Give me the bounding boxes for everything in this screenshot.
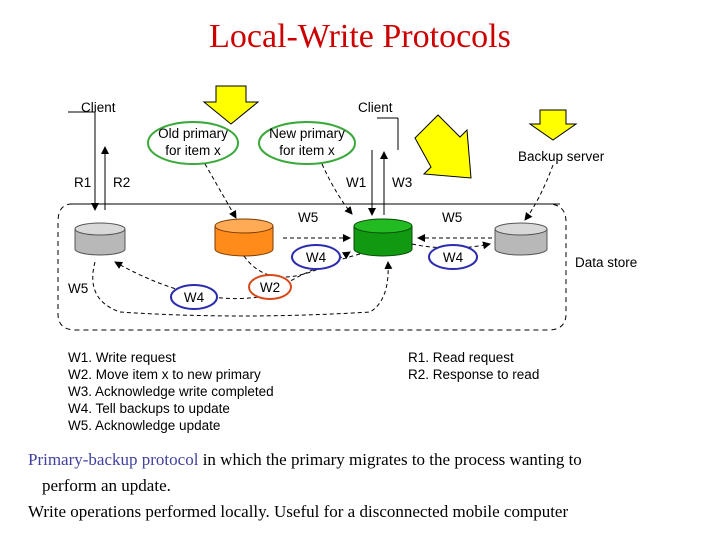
legend-read-steps: R1. Read request R2. Response to read	[408, 349, 539, 383]
backup-disk-right	[494, 222, 548, 256]
legend-item: W1. Write request	[68, 350, 176, 365]
w3-label: W3	[392, 175, 412, 190]
yellow-arrow-down-icon	[202, 85, 260, 125]
data-store-boundary	[57, 203, 567, 331]
w5-left-label: W5	[68, 281, 88, 296]
legend-write-steps: W1. Write request W2. Move item x to new…	[68, 349, 274, 434]
legend-item: W4. Tell backups to update	[68, 401, 230, 416]
w4-bottom-callout: W4	[170, 284, 218, 310]
yellow-arrow-diagonal-icon	[414, 114, 472, 179]
caption-highlight: Primary-backup protocol	[28, 450, 199, 469]
w4-right-callout: W4	[428, 244, 478, 270]
caption-line-1-cont: perform an update.	[42, 476, 171, 495]
local-write-diagram: Client Client Old primary for item x New…	[57, 85, 637, 331]
legend-item: W5. Acknowledge update	[68, 418, 221, 433]
legend-item: R2. Response to read	[408, 367, 540, 382]
w2-label: W2	[260, 280, 280, 295]
yellow-arrow-down-backup-icon	[528, 109, 578, 141]
caption-line-2: Write operations performed locally. Usef…	[28, 502, 569, 521]
caption-line-1: Primary-backup protocol in which the pri…	[28, 447, 698, 473]
caption: Primary-backup protocol in which the pri…	[28, 447, 698, 525]
new-primary-label-line2: for item x	[279, 143, 335, 158]
w5-mid-label: W5	[298, 210, 318, 225]
caption-line-1-rest: in which the primary migrates to the pro…	[198, 450, 582, 469]
data-store-label: Data store	[575, 255, 637, 270]
backup-disk-left	[74, 222, 126, 256]
legend-item: W3. Acknowledge write completed	[68, 384, 274, 399]
w4-right-label: W4	[443, 250, 464, 265]
legend-item: R1. Read request	[408, 350, 514, 365]
w4-bottom-label: W4	[184, 290, 205, 305]
legend-item: W2. Move item x to new primary	[68, 367, 261, 382]
client-right-label: Client	[358, 100, 393, 115]
client-left-label: Client	[81, 100, 116, 115]
w5-right-label: W5	[442, 210, 462, 225]
new-primary-label-line1: New primary	[269, 126, 345, 141]
backup-server-label: Backup server	[518, 149, 605, 164]
new-primary-disk	[353, 218, 413, 257]
w1-label: W1	[346, 175, 366, 190]
page-title: Local-Write Protocols	[209, 18, 511, 55]
r1-label: R1	[74, 175, 91, 190]
old-primary-disk	[214, 218, 274, 257]
w4-mid-callout: W4	[291, 244, 341, 270]
r2-label: R2	[113, 175, 130, 190]
old-primary-label-line2: for item x	[165, 143, 221, 158]
new-primary-callout: New primary for item x	[258, 121, 356, 165]
old-primary-label-line1: Old primary	[158, 126, 228, 141]
w4-mid-label: W4	[306, 250, 327, 265]
w2-callout: W2	[248, 274, 292, 300]
old-primary-callout: Old primary for item x	[147, 121, 239, 165]
